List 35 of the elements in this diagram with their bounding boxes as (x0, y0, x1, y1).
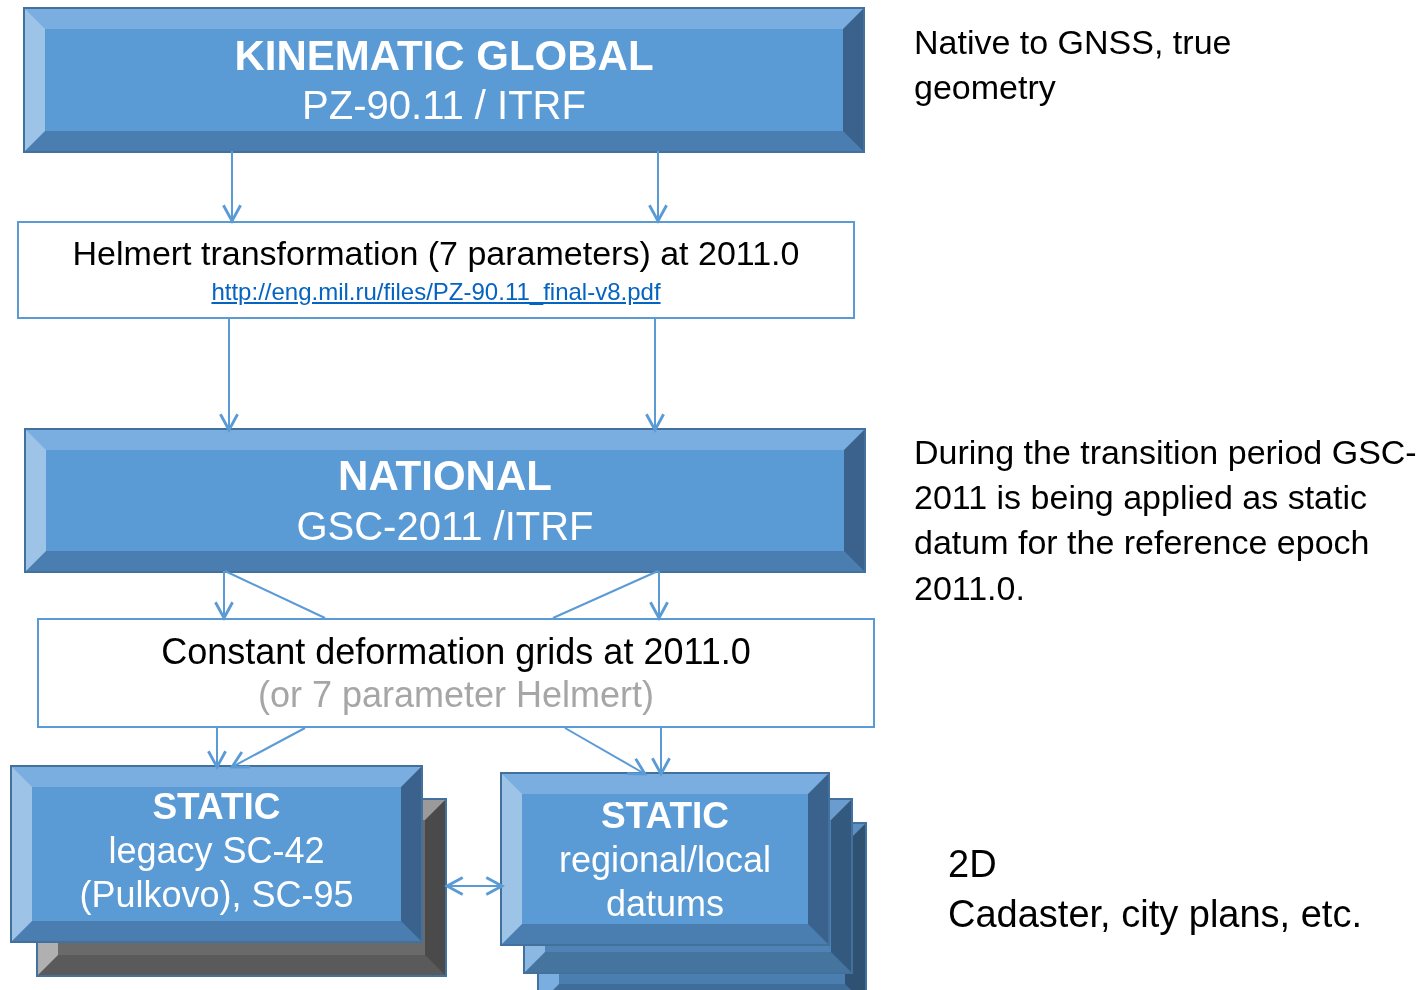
box-title: KINEMATIC GLOBAL (234, 30, 654, 81)
static-datum-box (12, 767, 421, 941)
box-subtitle: legacy SC-42 (Pulkovo), SC-95 (78, 829, 355, 916)
note-text: 2D (948, 842, 998, 887)
transformation-box (17, 221, 855, 319)
note-text: Cadaster, city plans, etc. (948, 892, 1363, 937)
url-link: http://eng.mil.ru/files/PZ-90.11_final-v8.pdf (211, 278, 661, 307)
arrow (445, 876, 504, 896)
arrow (648, 150, 668, 223)
connector-line (224, 570, 326, 619)
box-subtitle: PZ-90.11 / ITRF (302, 82, 586, 130)
arrow (651, 727, 671, 776)
arrow (230, 727, 306, 769)
arrow (214, 570, 234, 620)
arrow (207, 727, 227, 769)
box-title: STATIC (152, 785, 281, 829)
arrow (219, 318, 239, 432)
box-subtitle: (or 7 parameter Helmert) (257, 673, 655, 717)
arrow (649, 570, 669, 620)
deformation-grid-box (37, 618, 875, 728)
arrow (645, 318, 665, 432)
static-datum-box (502, 774, 828, 944)
note-text: During the transition period GSC-2011 is being applied as static datum for the reference epoch 2011.0. (914, 432, 1418, 609)
box-title: Constant deformation grids at 2011.0 (161, 629, 751, 673)
box-title: STATIC (600, 794, 730, 838)
kinematic-datum-box (25, 9, 863, 151)
box-title: Helmert transformation (7 parameters) at 2011.0 (72, 233, 800, 274)
national-datum-box (26, 430, 864, 571)
arrow (564, 727, 647, 776)
note-text: Native to GNSS, true geometry (914, 22, 1233, 109)
box-subtitle: regional/local datums (557, 838, 773, 925)
arrow (222, 150, 242, 223)
connector-line (552, 570, 659, 619)
box-subtitle: GSC-2011 /ITRF (296, 502, 594, 550)
box-title: NATIONAL (338, 451, 552, 502)
